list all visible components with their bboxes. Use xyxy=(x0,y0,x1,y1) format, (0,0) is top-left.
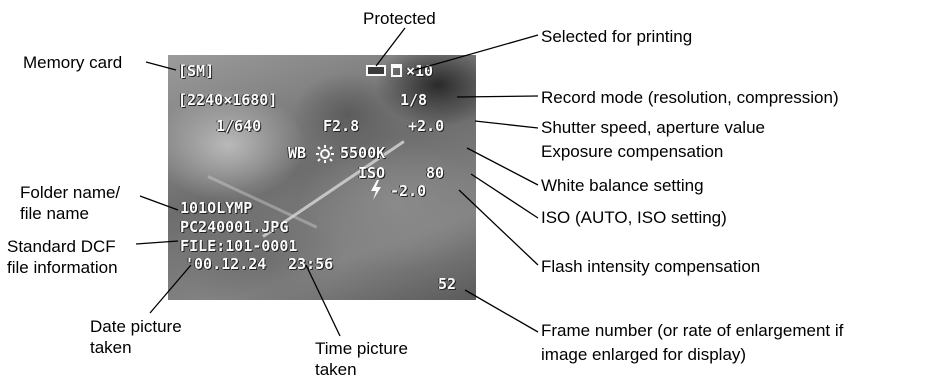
osd-compression: 1/8 xyxy=(400,91,428,109)
label-date-line2: taken xyxy=(90,338,132,357)
leader-white-balance xyxy=(466,147,539,186)
leader-flash-comp xyxy=(458,189,539,266)
osd-wb-label: WB xyxy=(288,144,307,162)
osd-iso-value: 80 xyxy=(426,164,445,182)
leader-shutter-aperture xyxy=(474,120,539,129)
label-protected: Protected xyxy=(363,9,436,28)
label-time-line2: taken xyxy=(315,360,357,379)
label-dcf-line2: file information xyxy=(7,258,118,277)
label-white-balance: White balance setting xyxy=(541,176,704,195)
leader-selected-for-printing xyxy=(414,34,539,71)
label-folder-file-line2: file name xyxy=(20,204,89,223)
leader-iso xyxy=(470,173,539,219)
osd-file-info: FILE:101-0001 xyxy=(180,237,298,255)
leader-record-mode xyxy=(456,95,539,98)
sun-icon xyxy=(316,145,334,163)
label-selected-for-printing: Selected for printing xyxy=(541,27,693,46)
leader-date xyxy=(149,264,192,314)
leader-frame-number xyxy=(464,289,539,333)
leader-memory-card xyxy=(145,61,177,71)
label-exposure-comp: Exposure compensation xyxy=(541,142,724,161)
label-frame-number-line2: image enlarged for display) xyxy=(541,345,747,364)
label-dcf-line1: Standard DCF xyxy=(7,237,116,256)
osd-file: PC240001.JPG xyxy=(180,218,289,236)
label-date-line1: Date picture xyxy=(90,317,182,336)
label-iso: ISO (AUTO, ISO setting) xyxy=(541,208,727,227)
label-memory-card: Memory card xyxy=(23,53,123,72)
osd-frame: 52 xyxy=(438,275,457,293)
label-time-line1: Time picture xyxy=(315,339,408,358)
osd-shutter: 1/640 xyxy=(216,117,262,135)
flash-icon xyxy=(371,180,381,200)
label-shutter-aperture: Shutter speed, aperture value xyxy=(541,118,765,137)
osd-date: '00.12.24 xyxy=(185,255,267,273)
print-icon xyxy=(391,64,402,77)
osd-exposure: +2.0 xyxy=(408,117,445,135)
osd-folder: 101OLYMP xyxy=(180,199,253,217)
leader-dcf xyxy=(135,240,179,245)
label-record-mode: Record mode (resolution, compression) xyxy=(541,88,839,107)
leader-protected xyxy=(375,27,406,67)
osd-time: 23:56 xyxy=(288,255,334,273)
osd-record-mode: [2240×1680] xyxy=(178,91,278,109)
leader-folder-file xyxy=(139,195,179,211)
osd-aperture: F2.8 xyxy=(323,117,360,135)
label-frame-number-line1: Frame number (or rate of enlargement if xyxy=(541,321,844,340)
leader-time xyxy=(305,264,341,337)
label-folder-file-line1: Folder name/ xyxy=(20,183,121,202)
osd-wb-value: 5500K xyxy=(340,144,386,162)
label-flash-comp: Flash intensity compensation xyxy=(541,257,761,276)
osd-flash-comp: -2.0 xyxy=(390,182,427,200)
osd-iso-label: ISO xyxy=(358,164,386,182)
osd-card: [SM] xyxy=(178,62,215,80)
lcd-screen: [SM] ×10 [2240×1680] 1/8 1/640 F2.8 +2.0… xyxy=(168,55,476,300)
